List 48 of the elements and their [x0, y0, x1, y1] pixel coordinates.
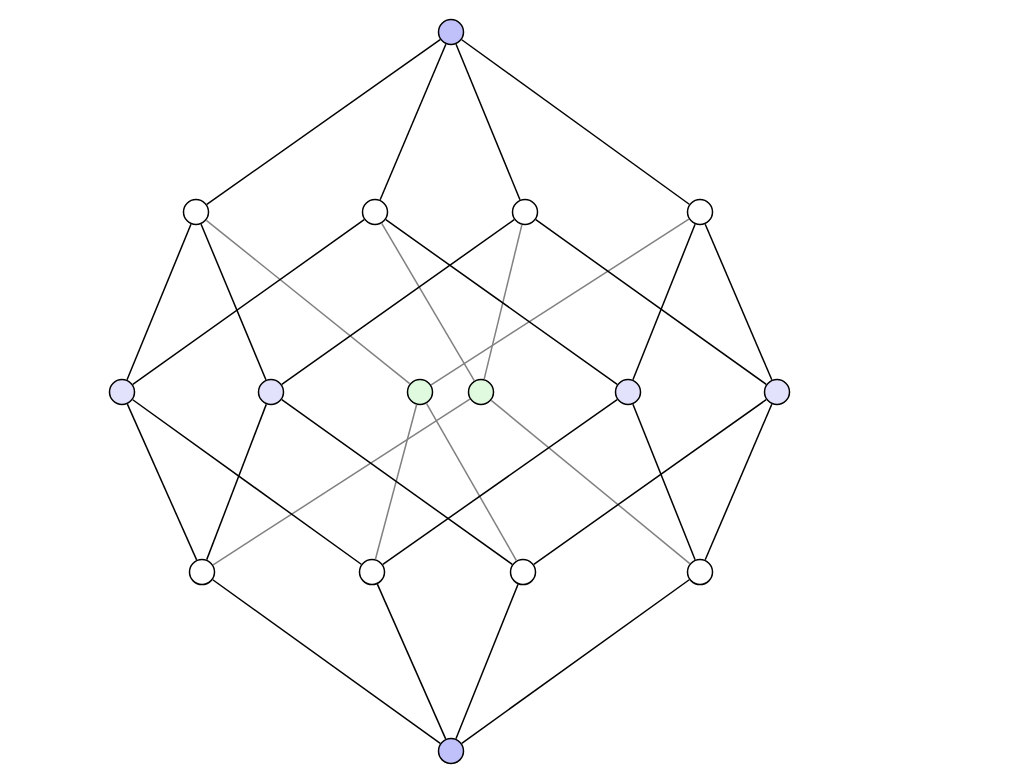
- edge-line: [205, 219, 411, 385]
- edge-line: [704, 223, 773, 381]
- vertex-circle: [763, 378, 791, 406]
- edge-line: [281, 218, 515, 386]
- edge-line: [425, 402, 518, 562]
- edge-line: [632, 223, 696, 381]
- edge-line: [632, 403, 696, 561]
- edge-line: [379, 43, 447, 201]
- vertex-circle: [182, 198, 210, 226]
- edge-line: [461, 39, 690, 205]
- edge-line: [132, 218, 365, 386]
- edge-line: [461, 579, 690, 745]
- edge-line: [206, 38, 441, 206]
- vertex-circle: [511, 198, 539, 226]
- edge-line: [281, 398, 513, 566]
- edge-line: [455, 583, 519, 740]
- vertex-circle: [188, 558, 216, 586]
- vertex-circle: [108, 378, 136, 406]
- vertex-circle: [406, 378, 434, 406]
- edge-line: [430, 218, 690, 386]
- vertex-circle: [361, 198, 389, 226]
- edge-line: [200, 223, 267, 381]
- edge-line: [126, 223, 192, 381]
- vertex-circle: [686, 558, 714, 586]
- edge-line: [535, 218, 767, 386]
- vertex-circle: [358, 558, 386, 586]
- edge-line: [483, 224, 523, 380]
- edge-line: [385, 218, 618, 386]
- edge-line: [212, 579, 441, 745]
- edge-line: [206, 403, 267, 561]
- vertex-circle: [257, 378, 285, 406]
- edge-line: [381, 222, 476, 382]
- edge-line: [376, 583, 447, 740]
- edge-line: [132, 399, 362, 565]
- edge-line: [455, 43, 521, 201]
- vertex-circle: [509, 558, 537, 586]
- vertex-circle: [467, 378, 495, 406]
- vertex-circle: [686, 198, 714, 226]
- edge-line: [382, 398, 618, 566]
- vertex-circle: [437, 737, 465, 765]
- edge-line: [126, 403, 198, 561]
- edge-line: [212, 398, 471, 566]
- vertex-circle: [614, 378, 642, 406]
- edge-line: [374, 404, 418, 560]
- edge-line: [533, 398, 767, 566]
- edge-line: [704, 403, 773, 561]
- vertex-circle: [437, 18, 465, 46]
- edge-line: [490, 399, 691, 565]
